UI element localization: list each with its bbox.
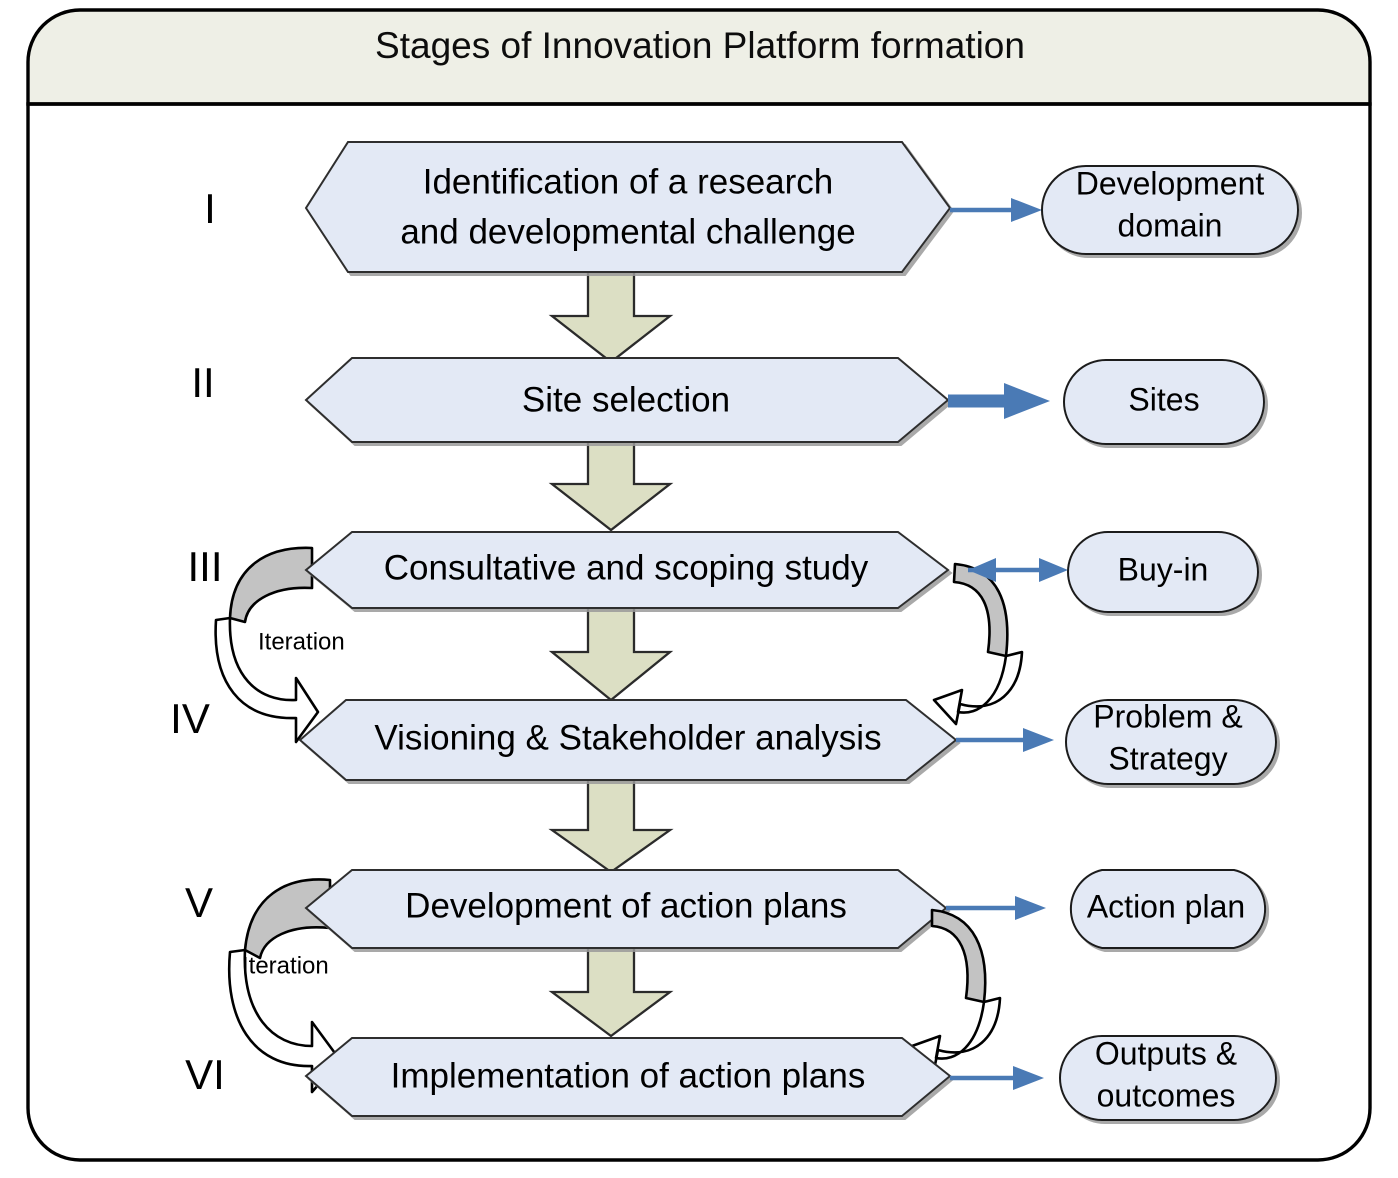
stage-numeral-4: IV (170, 695, 210, 742)
flow-arrow-down-2 (548, 438, 674, 532)
flow-arrow-down-4 (548, 778, 674, 874)
iteration-loop-right-upper-gray (952, 562, 1009, 658)
callout-shape-2[interactable] (1063, 359, 1265, 445)
callout-label-5-line1: Action plan (1087, 888, 1245, 924)
stage-label-3-line1: Consultative and scoping study (384, 548, 869, 587)
stage-row-5[interactable]: V Iteration Development of action plans … (185, 869, 1267, 1094)
iteration-loop-right-upper-arrow (932, 650, 1024, 726)
callout-label-2-line1: Sites (1128, 381, 1199, 417)
stage-hexagon-4[interactable] (298, 699, 958, 781)
stage-hexagon-1[interactable] (304, 141, 952, 273)
callout-label-6-line2: outcomes (1097, 1077, 1236, 1113)
connector-arrow-5 (946, 896, 1046, 920)
callout-label-3-line1: Buy-in (1118, 551, 1209, 587)
connector-arrow-3-double (968, 558, 1068, 582)
callout-label-1-line2: domain (1118, 207, 1223, 243)
stage-label-1-line1: Identification of a research (423, 162, 834, 201)
flow-arrow-down-3 (548, 606, 674, 702)
callout-shape-6[interactable] (1059, 1035, 1277, 1121)
stage-hexagon-6[interactable] (304, 1037, 952, 1117)
iteration-loop-left-upper-arrow (214, 616, 320, 744)
callout-label-4-line1: Problem & (1093, 698, 1242, 734)
container-body (26, 102, 1372, 1162)
callout-shape-5[interactable] (1069, 869, 1267, 949)
page-title: Stages of Innovation Platform formation (375, 25, 1025, 66)
stage-label-6-line1: Implementation of action plans (391, 1056, 866, 1095)
stage-numeral-3: III (187, 543, 222, 590)
iteration-loop-left-lower (227, 878, 342, 1094)
stage-numeral-5: V (185, 879, 213, 926)
iteration-loop-left-upper (214, 546, 320, 744)
stage-row-1[interactable]: I Identification of a research and devel… (204, 141, 1299, 273)
iteration-loop-left-upper-gray (228, 546, 314, 624)
stage-label-5-line1: Development of action plans (405, 886, 847, 925)
iteration-loop-right-lower (910, 908, 1002, 1072)
connector-arrow-1 (950, 198, 1042, 222)
stage-label-4-line1: Visioning & Stakeholder analysis (374, 718, 881, 757)
iteration-loop-left-lower-arrow (227, 948, 342, 1094)
iteration-label-upper: Iteration (258, 628, 345, 655)
stage-hexagon-2[interactable] (304, 357, 950, 443)
stage-numeral-6: VI (185, 1051, 225, 1098)
callout-shape-1[interactable] (1041, 165, 1299, 255)
stage-numeral-1: I (204, 185, 216, 232)
stage-hexagon-5[interactable] (304, 869, 948, 949)
stage-row-6[interactable]: VI Implementation of action plans Output… (185, 1035, 1277, 1121)
callout-label-1-line1: Development (1076, 165, 1265, 201)
iteration-loop-left-lower-gray (243, 878, 332, 960)
iteration-loop-right-upper (932, 562, 1024, 726)
connector-arrow-6 (950, 1066, 1044, 1090)
stage-label-2-line1: Site selection (522, 380, 730, 419)
stage-label-1-line2: and developmental challenge (400, 212, 855, 251)
stage-hexagon-3[interactable] (304, 531, 950, 609)
header-band (26, 8, 1372, 106)
stage-numeral-2: II (191, 359, 214, 406)
stage-row-3[interactable]: III Iteration Consultative and scoping s… (187, 531, 1259, 744)
iteration-loop-right-lower-gray (930, 908, 987, 1004)
flow-arrow-down-5 (548, 946, 674, 1038)
outer-container (26, 8, 1372, 1162)
connector-arrow-4 (956, 728, 1054, 752)
callout-shape-4[interactable] (1065, 699, 1277, 785)
iteration-label-lower: Iteration (242, 952, 329, 979)
stage-row-4[interactable]: IV Visioning & Stakeholder analysis Prob… (170, 695, 1277, 785)
callout-label-4-line2: Strategy (1108, 740, 1227, 776)
callout-shape-3[interactable] (1067, 531, 1259, 613)
callout-label-6-line1: Outputs & (1095, 1035, 1237, 1071)
stage-row-2[interactable]: II Site selection Sites (191, 357, 1265, 445)
flow-arrow-group (548, 270, 674, 1038)
flow-arrow-down-1 (548, 270, 674, 364)
connector-arrow-2 (948, 383, 1050, 419)
